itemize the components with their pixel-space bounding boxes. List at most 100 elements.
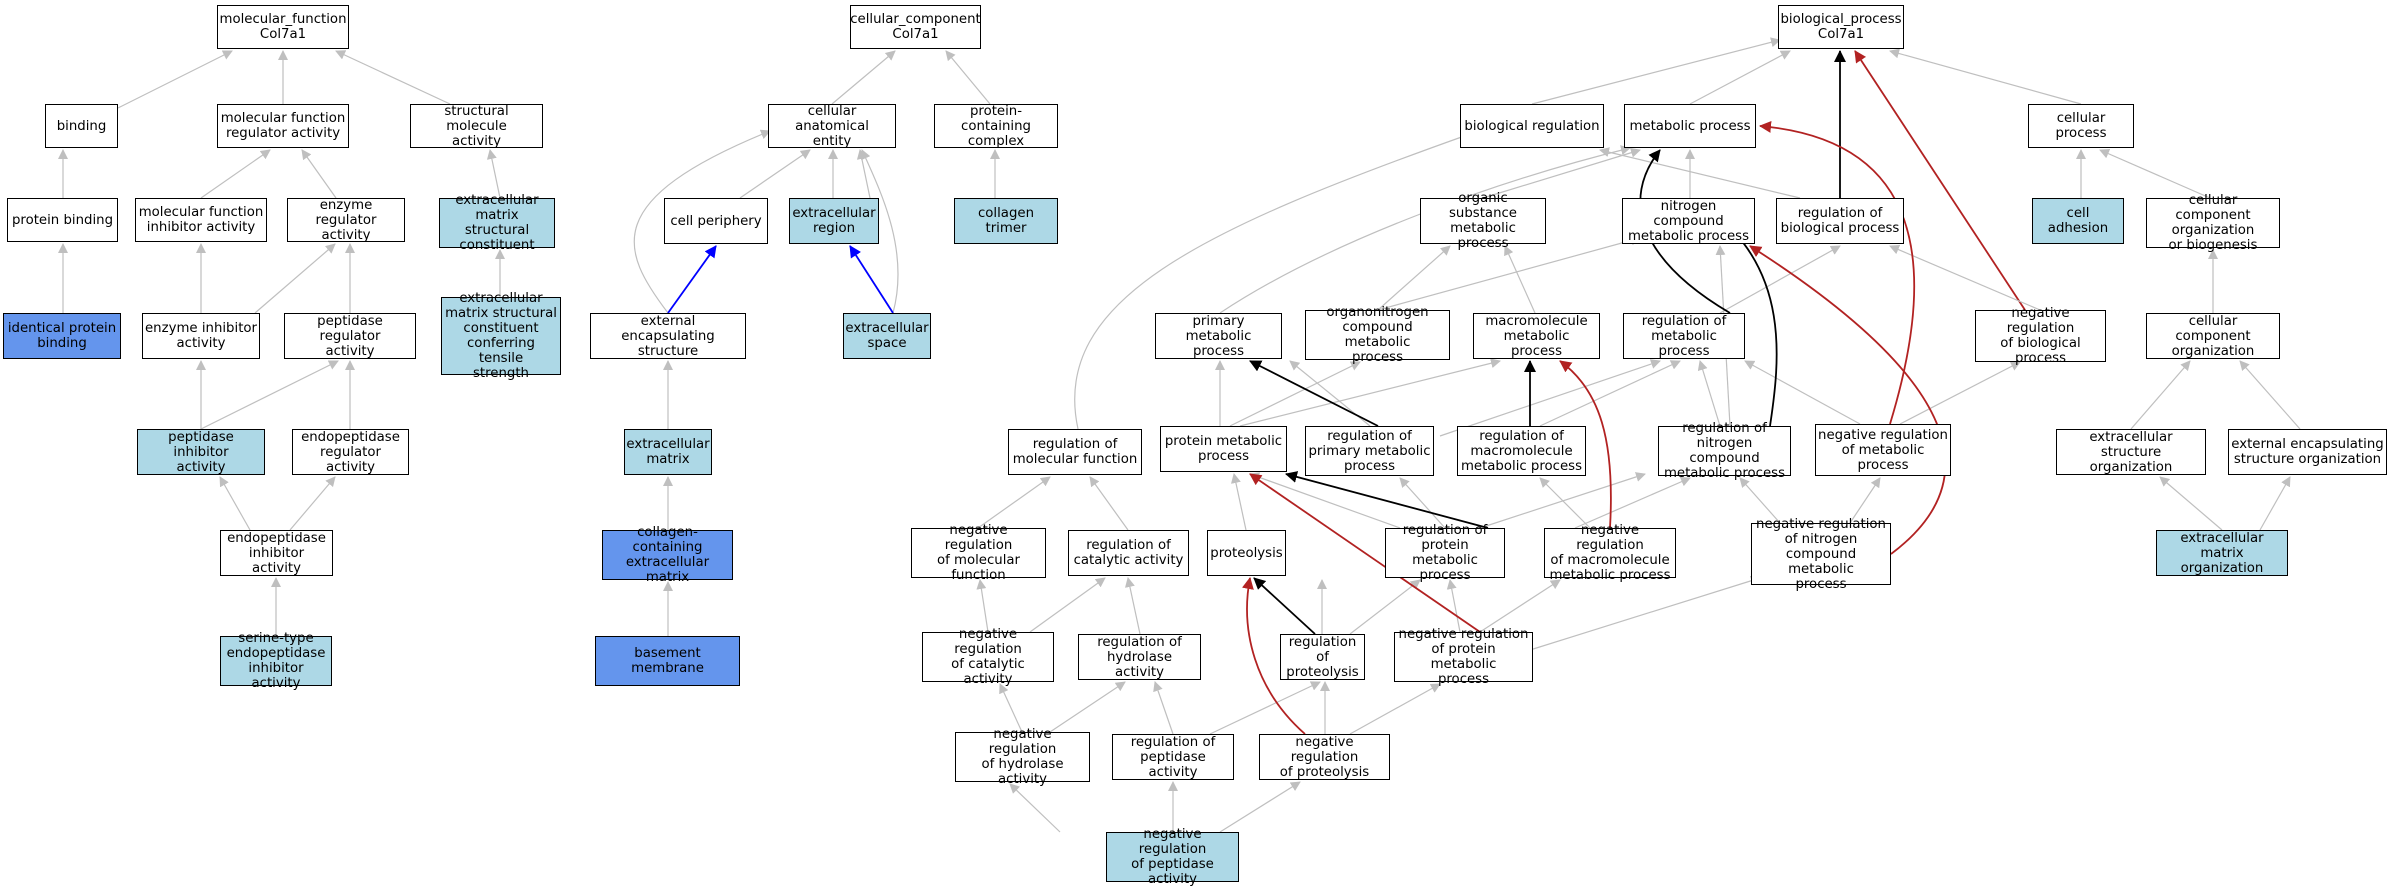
- node-structural-molecule-activity[interactable]: structural molecule activity: [410, 104, 543, 149]
- edge-98: [1559, 360, 1612, 529]
- node-extracellular-matrix-organization[interactable]: extracellular matrix organization: [2156, 530, 2288, 576]
- node-cellular-process[interactable]: cellular process: [2028, 104, 2134, 148]
- edge-84: [1209, 681, 1321, 735]
- node-enzyme-inhibitor-activity[interactable]: enzyme inhibitor activity: [142, 313, 260, 359]
- node-negative-regulation-of-hydrolase-activity[interactable]: negative regulation of hydrolase activit…: [955, 727, 1090, 787]
- edge-44: [1504, 245, 1536, 314]
- node-regulation-of-proteolysis[interactable]: regulation of proteolysis: [1280, 634, 1365, 680]
- node-collagen-containing-extracellular-matrix[interactable]: collagen-containing extracellular matrix: [602, 525, 733, 585]
- node-negative-regulation-of-macromolecule-metabolic-process[interactable]: negative regulation of macromolecule met…: [1544, 523, 1676, 583]
- node-endopeptidase-inhibitor-activity[interactable]: endopeptidase inhibitor activity: [220, 530, 333, 576]
- node-regulation-of-primary-metabolic-process[interactable]: regulation of primary metabolic process: [1305, 426, 1434, 476]
- edge-74: [1029, 577, 1106, 633]
- node-serine-type-endopeptidase-inhibitor-activity[interactable]: serine-type endopeptidase inhibitor acti…: [220, 631, 332, 691]
- node-extracellular-structure-organization[interactable]: extracellular structure organization: [2056, 429, 2206, 475]
- node-regulation-of-molecular-function[interactable]: regulation of molecular function: [1008, 429, 1142, 475]
- edge-45: [1719, 245, 1841, 314]
- node-ecm-structural-constituent-tensile-strength[interactable]: extracellular matrix structural constitu…: [441, 291, 561, 381]
- edge-42: [1377, 245, 1451, 311]
- node-primary-metabolic-process[interactable]: primary metabolic process: [1155, 313, 1282, 359]
- node-regulation-of-protein-metabolic-process[interactable]: regulation of protein metabolic process: [1385, 523, 1505, 583]
- node-proteolysis[interactable]: proteolysis: [1207, 530, 1286, 576]
- edge-32: [1689, 50, 1791, 105]
- node-regulation-of-nitrogen-compound-metabolic-process[interactable]: regulation of nitrogen compound metaboli…: [1658, 421, 1791, 481]
- node-protein-binding[interactable]: protein binding: [7, 198, 118, 242]
- node-binding[interactable]: binding: [45, 104, 118, 148]
- edge-69: [1739, 477, 1781, 524]
- node-biological-process-root[interactable]: biological_process Col7a1: [1778, 5, 1904, 49]
- node-negative-regulation-of-biological-process[interactable]: negative regulation of biological proces…: [1975, 306, 2106, 366]
- node-collagen-trimer[interactable]: collagen trimer: [954, 198, 1058, 244]
- edge-2: [335, 50, 451, 105]
- node-negative-regulation-of-molecular-function[interactable]: negative regulation of molecular functio…: [911, 523, 1046, 583]
- edge-78: [1446, 579, 1461, 633]
- node-negative-regulation-of-peptidase-activity[interactable]: negative regulation of peptidase activit…: [1106, 827, 1239, 887]
- edge-97: [1749, 245, 1947, 555]
- node-extracellular-matrix-structural-constituent[interactable]: extracellular matrix structural constitu…: [439, 193, 555, 253]
- edge-89: [1219, 781, 1301, 833]
- node-negative-regulation-of-nitrogen-compound-metabolic-process[interactable]: negative regulation of nitrogen compound…: [1751, 517, 1891, 592]
- node-metabolic-process[interactable]: metabolic process: [1624, 104, 1756, 148]
- node-organonitrogen-compound-metabolic-process[interactable]: organonitrogen compound metabolic proces…: [1305, 305, 1450, 365]
- node-cellular-component-organization-or-biogenesis[interactable]: cellular component organization or bioge…: [2146, 193, 2280, 253]
- edge-61: [977, 476, 1051, 529]
- node-cell-periphery[interactable]: cell periphery: [664, 198, 768, 244]
- edge-33: [1889, 48, 2082, 105]
- node-regulation-of-peptidase-activity[interactable]: regulation of peptidase activity: [1112, 734, 1234, 780]
- node-regulation-of-catalytic-activity[interactable]: regulation of catalytic activity: [1068, 530, 1189, 576]
- edge-36: [1482, 147, 1641, 199]
- edge-87: [1009, 783, 1061, 833]
- node-extracellular-matrix[interactable]: extracellular matrix: [624, 429, 712, 475]
- node-protein-containing-complex[interactable]: protein-containing complex: [934, 104, 1058, 149]
- node-cellular-component-root[interactable]: cellular_component Col7a1: [850, 5, 981, 49]
- node-negative-regulation-of-catalytic-activity[interactable]: negative regulation of catalytic activit…: [922, 627, 1054, 687]
- node-negative-regulation-of-metabolic-process[interactable]: negative regulation of metabolic process: [1815, 424, 1951, 476]
- node-nitrogen-compound-metabolic-process[interactable]: nitrogen compound metabolic process: [1622, 198, 1755, 244]
- edge-75: [1124, 577, 1141, 635]
- node-regulation-of-hydrolase-activity[interactable]: regulation of hydrolase activity: [1078, 634, 1201, 680]
- edge-16: [289, 476, 336, 531]
- edge-100: [1242, 577, 1306, 735]
- edge-68: [1574, 477, 1691, 529]
- node-regulation-of-biological-process[interactable]: regulation of biological process: [1776, 198, 1904, 244]
- edge-80: [1529, 575, 1761, 651]
- node-regulation-of-macromolecule-metabolic-process[interactable]: regulation of macromolecule metabolic pr…: [1457, 426, 1586, 476]
- node-extracellular-region[interactable]: extracellular region: [789, 198, 879, 244]
- edge-86: [1349, 683, 1441, 735]
- edge-62: [1089, 476, 1129, 531]
- edge-94: [1285, 471, 1489, 529]
- edge-6: [486, 149, 501, 199]
- node-cellular-component-organization[interactable]: cellular component organization: [2146, 313, 2280, 359]
- node-external-encapsulating-structure[interactable]: external encapsulating structure: [590, 313, 746, 359]
- node-cellular-anatomical-entity[interactable]: cellular anatomical entity: [768, 104, 896, 149]
- node-identical-protein-binding[interactable]: identical protein binding: [3, 313, 121, 359]
- edge-19: [945, 50, 991, 105]
- edge-99: [1249, 473, 1481, 633]
- node-external-encapsulating-structure-organization[interactable]: external encapsulating structure organiz…: [2228, 429, 2387, 475]
- node-peptidase-regulator-activity[interactable]: peptidase regulator activity: [284, 313, 416, 359]
- edge-96: [1759, 120, 1916, 425]
- node-negative-regulation-of-protein-metabolic-process[interactable]: negative regulation of protein metabolic…: [1394, 627, 1533, 687]
- node-basement-membrane[interactable]: basement membrane: [595, 636, 740, 686]
- edge-25: [861, 149, 899, 314]
- node-molecular-function-inhibitor-activity[interactable]: molecular function inhibitor activity: [135, 198, 267, 242]
- node-protein-metabolic-process[interactable]: protein metabolic process: [1160, 426, 1287, 472]
- node-enzyme-regulator-activity[interactable]: enzyme regulator activity: [287, 198, 405, 243]
- node-cell-adhesion[interactable]: cell adhesion: [2032, 198, 2124, 244]
- edge-83: [1153, 681, 1174, 735]
- node-regulation-of-metabolic-process[interactable]: regulation of metabolic process: [1623, 313, 1745, 359]
- node-peptidase-inhibitor-activity[interactable]: peptidase inhibitor activity: [137, 429, 265, 475]
- edge-40: [2099, 149, 2211, 199]
- node-endopeptidase-regulator-activity[interactable]: endopeptidase regulator activity: [292, 429, 409, 475]
- node-macromolecule-metabolic-process[interactable]: macromolecule metabolic process: [1473, 313, 1600, 359]
- node-negative-regulation-of-proteolysis[interactable]: negative regulation of proteolysis: [1259, 734, 1390, 780]
- node-extracellular-space[interactable]: extracellular space: [843, 313, 931, 359]
- node-biological-regulation[interactable]: biological regulation: [1460, 104, 1604, 148]
- edge-55: [1697, 360, 1721, 427]
- edge-63: [1230, 473, 1247, 531]
- edge-41: [1219, 145, 1631, 314]
- edge-15: [219, 476, 251, 531]
- node-molecular-function-regulator-activity[interactable]: molecular function regulator activity: [217, 104, 349, 148]
- node-organic-substance-metabolic-process[interactable]: organic substance metabolic process: [1420, 191, 1546, 251]
- node-molecular-function-root[interactable]: molecular_function Col7a1: [217, 5, 349, 49]
